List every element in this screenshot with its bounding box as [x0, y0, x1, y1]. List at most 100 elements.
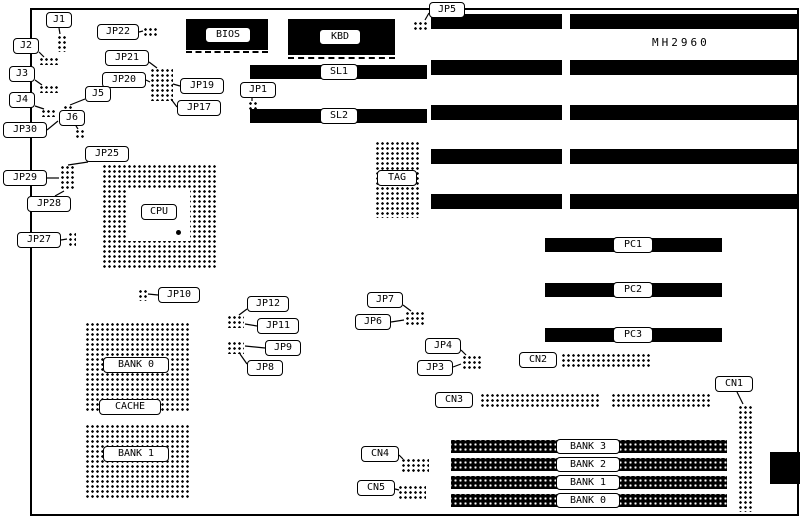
bios-socket-line: [186, 51, 268, 53]
label-simm-bank0: BANK 0: [556, 493, 620, 508]
callout-cn3: CN3: [435, 392, 473, 408]
callout-cn2: CN2: [519, 352, 557, 368]
leader-line-jp25: [67, 161, 89, 166]
j4-pins: [40, 108, 56, 117]
isa-slot-5-left: [431, 194, 562, 209]
leader-line-j4: [34, 105, 45, 110]
callout-jp8: JP8: [247, 360, 283, 376]
isa-slot-1-left: [431, 14, 562, 29]
isa-slot-4-right: [570, 149, 798, 164]
jp5-pins: [412, 20, 428, 32]
label-bios: BIOS: [205, 27, 251, 43]
callout-jp17: JP17: [177, 100, 221, 116]
label-pc1: PC1: [613, 237, 653, 253]
jp27-pins: [67, 231, 76, 247]
leader-line-jp19: [172, 83, 181, 87]
jp6-jp7-pins: [404, 310, 424, 326]
j2-pins: [38, 56, 58, 65]
label-kbd: KBD: [319, 29, 361, 45]
leader-line-jp17: [170, 98, 178, 108]
cn3-connector-right: [610, 392, 712, 407]
label-cache-bank0: BANK 0: [103, 357, 169, 373]
jp10-pins: [137, 288, 147, 301]
jp3-jp4-pins: [461, 354, 481, 370]
cn3-connector-left: [479, 392, 601, 407]
callout-jp7: JP7: [367, 292, 403, 308]
jp8-jp9-pins: [226, 340, 244, 354]
callout-cn1: CN1: [715, 376, 753, 392]
label-cache: CACHE: [99, 399, 161, 415]
callout-jp12: JP12: [247, 296, 289, 312]
callout-jp28: JP28: [27, 196, 71, 212]
leader-line-j3: [34, 79, 43, 86]
callout-jp21: JP21: [105, 50, 149, 66]
j1-pins: [56, 34, 66, 52]
cpu-pin1-dot: [176, 230, 181, 235]
kbd-socket-line: [288, 57, 395, 59]
leader-line-jp10: [147, 293, 159, 296]
isa-slot-3-left: [431, 105, 562, 120]
callout-jp9: JP9: [265, 340, 301, 356]
callout-jp1: JP1: [240, 82, 276, 98]
callout-jp27: JP27: [17, 232, 61, 248]
callout-jp29: JP29: [3, 170, 47, 186]
callout-jp19: JP19: [180, 78, 224, 94]
label-cpu: CPU: [141, 204, 177, 220]
isa-slot-2-right: [570, 60, 798, 75]
leader-line-jp11: [244, 323, 258, 327]
label-simm-bank3: BANK 3: [556, 439, 620, 454]
callout-j2: J2: [13, 38, 39, 54]
callout-jp22: JP22: [97, 24, 139, 40]
label-simm-bank1: BANK 1: [556, 475, 620, 490]
leader-line-jp28: [54, 190, 65, 197]
j6-pins: [74, 128, 84, 140]
leader-line-jp21: [148, 61, 158, 69]
isa-slot-1-right: [570, 14, 798, 29]
label-sl2: SL2: [320, 108, 358, 124]
callout-j6: J6: [59, 110, 85, 126]
callout-jp3: JP3: [417, 360, 453, 376]
leader-line-jp27: [60, 238, 68, 241]
jp22-pins: [142, 26, 158, 37]
label-tag: TAG: [377, 170, 417, 186]
isa-slot-5-right: [570, 194, 798, 209]
callout-jp6: JP6: [355, 314, 391, 330]
leader-line-j6: [75, 125, 79, 130]
callout-j4: J4: [9, 92, 35, 108]
j3-pins: [38, 84, 58, 93]
cn2-connector: [560, 352, 650, 367]
label-cache-bank1: BANK 1: [103, 446, 169, 462]
callout-jp20: JP20: [102, 72, 146, 88]
isa-slot-3-right: [570, 105, 798, 120]
label-pc2: PC2: [613, 282, 653, 298]
leader-line-cn5: [394, 488, 400, 491]
leader-line-cn1: [736, 391, 744, 405]
leader-line-jp12: [238, 308, 248, 316]
jp1-pins: [247, 100, 259, 110]
leader-line-jp3: [452, 363, 462, 368]
jp17-21-pins: [149, 67, 173, 101]
callout-jp11: JP11: [257, 318, 299, 334]
callout-cn5: CN5: [357, 480, 395, 496]
leader-line-jp9: [244, 345, 266, 349]
leader-line-jp30: [46, 120, 59, 131]
callout-jp25: JP25: [85, 146, 129, 162]
cn4-connector: [400, 457, 429, 472]
leader-line-j2: [38, 51, 45, 58]
label-pc3: PC3: [613, 327, 653, 343]
callout-j3: J3: [9, 66, 35, 82]
right-pin-header: [737, 404, 752, 512]
jp11-jp12-pins: [226, 314, 244, 328]
isa-slot-2-left: [431, 60, 562, 75]
cn5-connector: [397, 484, 426, 499]
callout-jp10: JP10: [158, 287, 200, 303]
leader-line-jp8: [239, 353, 248, 365]
part-number-label: MH2960: [652, 36, 710, 49]
callout-jp30: JP30: [3, 122, 47, 138]
leader-line-j1: [58, 27, 61, 35]
callout-cn4: CN4: [361, 446, 399, 462]
callout-jp4: JP4: [425, 338, 461, 354]
jp25-pins: [59, 164, 75, 190]
